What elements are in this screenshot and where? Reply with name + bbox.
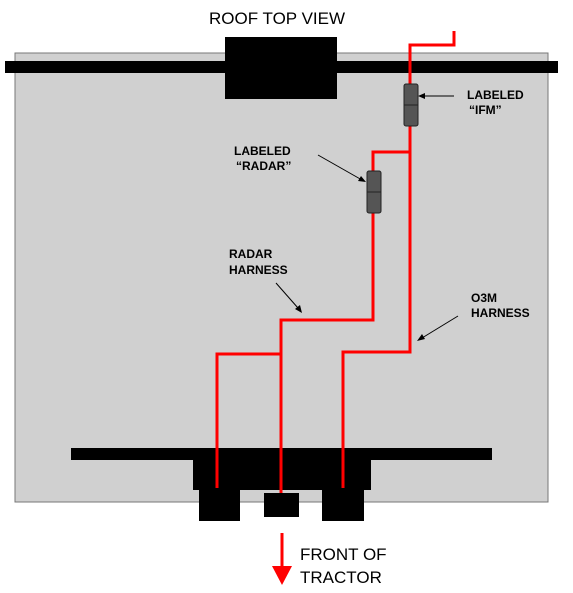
o3m-harness-label-line1: O3M: [471, 291, 497, 305]
front-mount-right-leg: [322, 487, 364, 521]
front-label-line2: TRACTOR: [300, 568, 382, 587]
ifm-pointer-arrowhead: [418, 93, 425, 99]
front-direction-arrowhead: [272, 566, 292, 585]
o3m-harness-label-line2: HARNESS: [471, 306, 530, 320]
page-title: ROOF TOP VIEW: [209, 9, 345, 28]
radar-harness-pointer-arrowhead: [295, 305, 302, 313]
harness-left-branch: [215, 352, 281, 488]
front-mount-left-leg: [199, 487, 240, 521]
front-mount-center-leg: [264, 493, 299, 517]
radar-label-line1: LABELED: [234, 144, 291, 158]
radar-harness: [279, 150, 410, 493]
o3m-harness-pointer-arrow: [421, 315, 459, 339]
o3m-harness: [341, 31, 456, 488]
radar-harness-label-line1: RADAR: [229, 247, 273, 261]
radar-connector: [366, 170, 382, 214]
radar-pointer-arrowhead: [358, 176, 366, 182]
o3m-harness-pointer-arrowhead: [417, 334, 425, 341]
ifm-label-line2: “IFM”: [469, 103, 502, 117]
radar-pointer-arrow: [317, 154, 363, 181]
radar-harness-label-line2: HARNESS: [229, 263, 288, 277]
roof-center-block: [225, 37, 337, 99]
ifm-connector: [403, 83, 419, 127]
radar-label-line2: “RADAR”: [236, 159, 291, 173]
radar-harness-pointer-arrow: [275, 282, 299, 309]
front-label-line1: FRONT OF: [300, 545, 387, 564]
ifm-label-line1: LABELED: [467, 88, 524, 102]
